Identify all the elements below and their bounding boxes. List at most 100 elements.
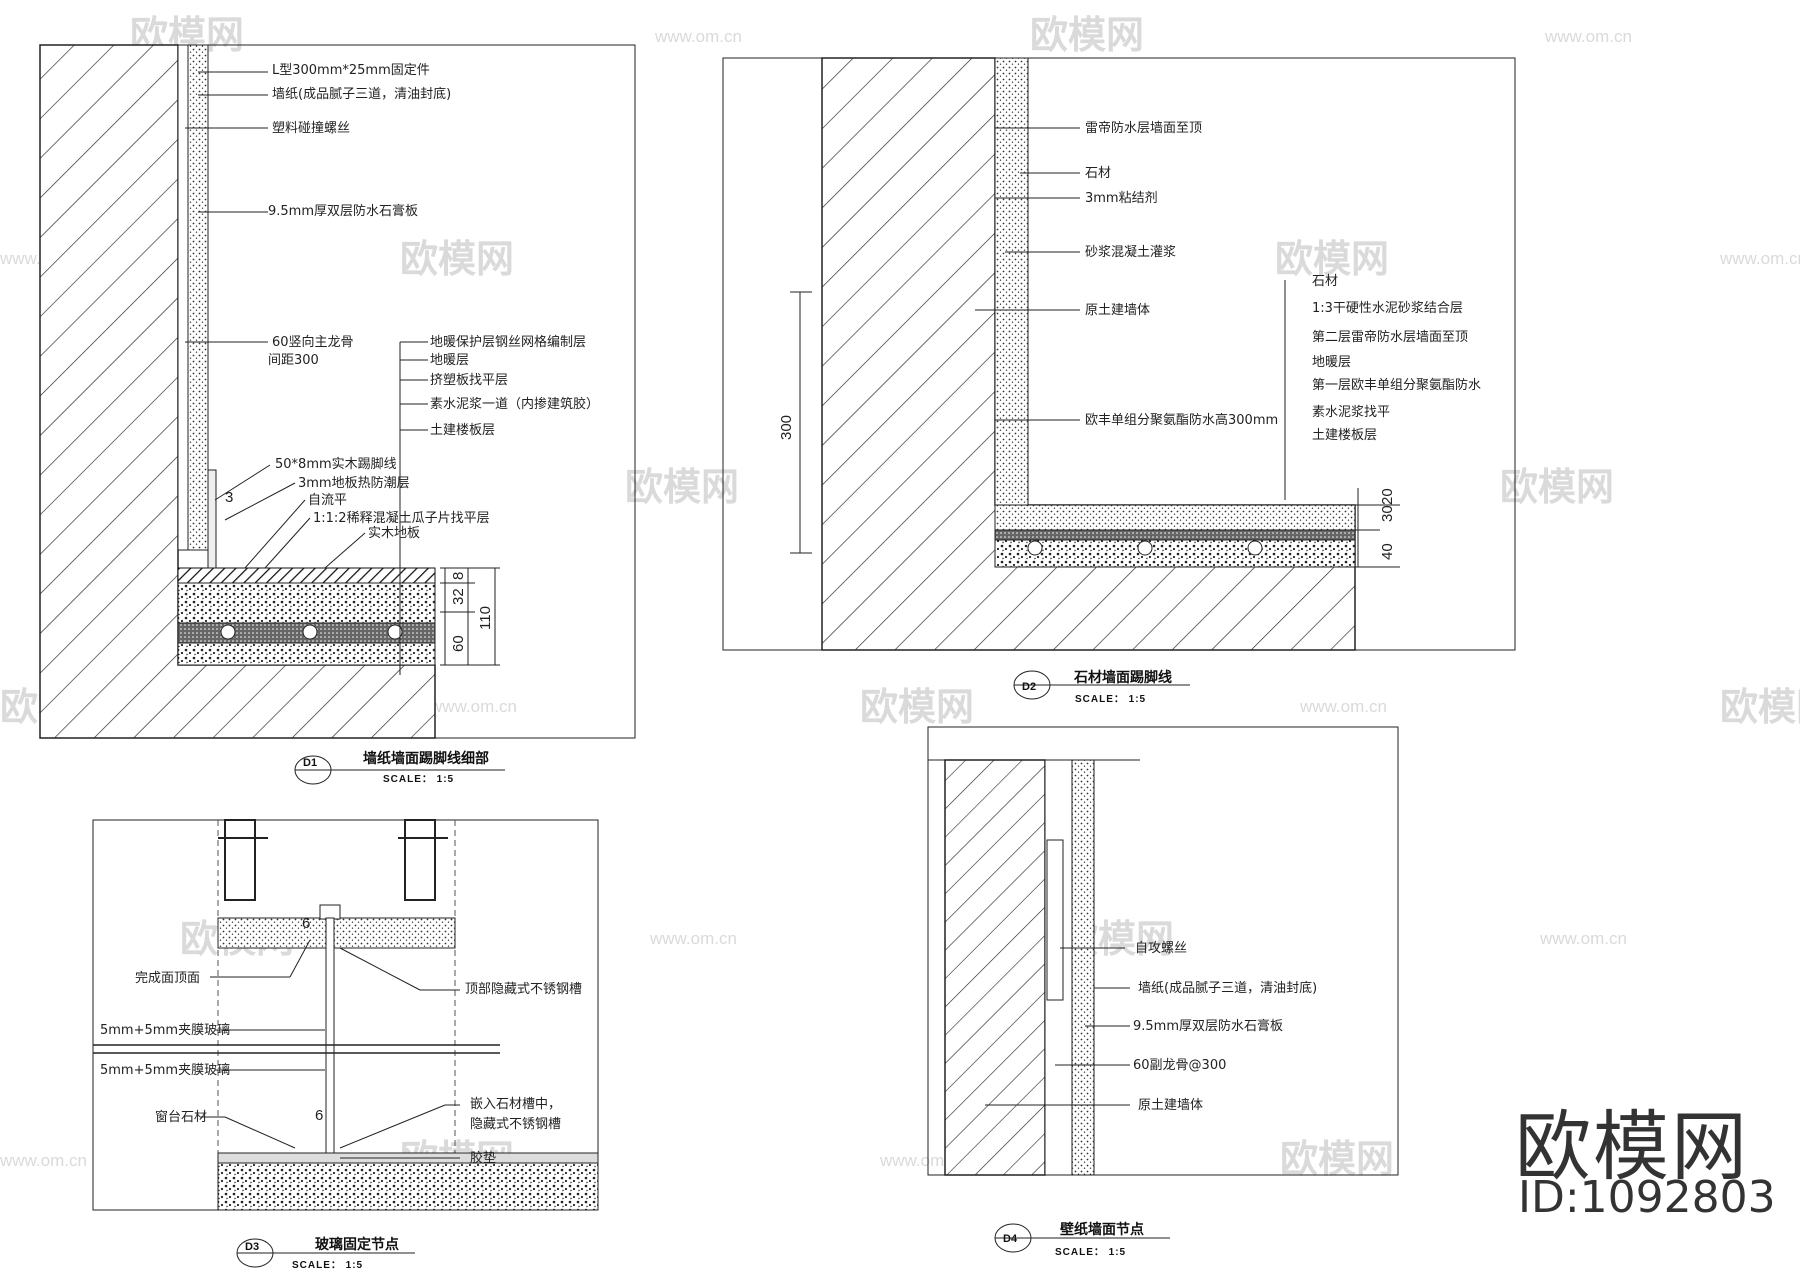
detail-d2: 300 30 20 40 雷帝防水层墙面至顶 石材 3mm粘结剂 砂浆混凝土灌浆… <box>722 57 1516 705</box>
d3-label: 5mm+5mm夹膜玻璃 <box>100 1063 230 1078</box>
d3-label: 顶部隐藏式不锈钢槽 <box>465 982 582 997</box>
d1-scale: SCALE： 1:5 <box>383 774 454 785</box>
d1-dim-110: 110 <box>477 606 494 630</box>
d3-label: 隐藏式不锈钢槽 <box>470 1117 561 1132</box>
d2-dimension-lines <box>790 291 1400 568</box>
d1-dim-3: 3 <box>225 489 233 506</box>
d3-ceiling <box>217 917 456 949</box>
d3-top-channel <box>319 904 341 920</box>
d4-leaders <box>985 947 1130 1106</box>
d2-scale: SCALE： 1:5 <box>1075 694 1146 705</box>
d1-dim-8: 8 <box>450 572 467 580</box>
detail-d1: 8 32 60 110 3 L型300mm*25mm固定件 墙纸(成品腻子三道，… <box>39 44 636 785</box>
d2-label: 第二层雷帝防水层墙面至顶 <box>1312 329 1468 345</box>
d2-dim-40: 40 <box>1379 543 1396 560</box>
d3-dim: 6 <box>302 915 310 932</box>
d1-screed-layer <box>177 582 436 624</box>
d1-label: 3mm地板热防潮层 <box>298 475 410 491</box>
d2-title: 石材墙面踢脚线 <box>1073 669 1172 686</box>
d2-tag: D2 <box>1022 681 1036 693</box>
watermark-url: www.om.cn <box>1299 697 1387 716</box>
d1-label: 自流平 <box>308 493 347 508</box>
d2-label: 地暖层 <box>1312 355 1351 370</box>
d3-label: 胶垫 <box>470 1150 496 1166</box>
d3-frame <box>92 819 599 1211</box>
d2-stone-floor <box>994 504 1356 531</box>
d1-tag: D1 <box>303 757 317 769</box>
d1-label: 塑料碰撞螺丝 <box>272 121 350 136</box>
d2-title-block: D2 石材墙面踢脚线 SCALE： 1:5 <box>1013 669 1190 705</box>
d1-dimension-lines <box>440 567 500 666</box>
d1-label: L型300mm*25mm固定件 <box>272 63 430 78</box>
d3-leaders <box>200 939 460 1159</box>
d1-label: 挤塑板找平层 <box>430 373 508 388</box>
d1-label: 60竖向主龙骨 <box>272 334 354 350</box>
d3-title: 玻璃固定节点 <box>315 1236 399 1253</box>
d2-dim-20: 20 <box>1379 488 1396 505</box>
watermark-url: www.om.cn <box>1539 929 1627 948</box>
watermark-text: 欧模网 <box>1275 237 1389 281</box>
d2-heating-pipe <box>1247 540 1263 556</box>
d4-frame <box>927 726 1399 1176</box>
d2-label: 1:3干硬性水泥砂浆结合层 <box>1312 301 1463 316</box>
d1-label: 50*8mm实木踢脚线 <box>275 456 397 472</box>
d4-title-block: D4 壁纸墙面节点 SCALE： 1:5 <box>994 1221 1170 1258</box>
d3-tag: D3 <box>245 1241 259 1253</box>
watermark-url: www.om.cn <box>1544 27 1632 46</box>
d1-baseboard <box>207 469 217 569</box>
d2-heating-layer <box>994 539 1356 568</box>
d2-heating-pipe <box>1137 540 1153 556</box>
d2-label: 土建楼板层 <box>1312 428 1377 443</box>
watermark-url: www.om.cn <box>429 697 517 716</box>
watermark-text: 欧模网 <box>1500 465 1614 509</box>
watermark-url: www.om.cn <box>1719 249 1800 268</box>
d1-label: 墙纸(成品腻子三道，清油封底) <box>272 86 451 102</box>
d4-label: 60副龙骨@300 <box>1133 1058 1226 1073</box>
d2-label: 石材 <box>1312 274 1338 289</box>
d4-tag: D4 <box>1003 1233 1018 1245</box>
d3-label: 嵌入石材槽中， <box>470 1097 561 1112</box>
d2-label: 欧丰单组分聚氨酯防水高300mm <box>1085 412 1278 428</box>
d2-dim-30: 30 <box>1379 505 1396 522</box>
d1-dim-32: 32 <box>450 588 467 605</box>
d2-label: 3mm粘结剂 <box>1085 191 1158 206</box>
watermark-text: 欧模网 <box>400 237 514 281</box>
d1-stud <box>177 44 189 551</box>
d1-dim-60: 60 <box>450 635 467 652</box>
d2-leaders <box>975 127 1286 500</box>
d3-dim: 6 <box>315 1107 323 1124</box>
d4-scale: SCALE： 1:5 <box>1055 1247 1126 1258</box>
detail-d3: 6 6 完成面顶面 5mm+5mm夹膜玻璃 5mm+5mm夹膜玻璃 窗台石材 顶… <box>92 819 599 1271</box>
d3-label: 5mm+5mm夹膜玻璃 <box>100 1023 230 1038</box>
watermark-url: www.om.cn <box>654 27 742 46</box>
d3-steel-bracket <box>404 819 436 901</box>
d1-title: 墙纸墙面踢脚线细部 <box>363 750 489 767</box>
d2-dim-300: 300 <box>778 415 795 440</box>
d1-gypsum-board <box>187 44 209 551</box>
watermark-url: www.om.cn <box>649 929 737 948</box>
d2-stone-wall-layer <box>994 57 1029 506</box>
d1-heating-pipe <box>302 624 318 640</box>
d2-label: 第一层欧丰单组分聚氨酯防水 <box>1312 377 1481 393</box>
watermark-url: www.om.cn <box>0 1151 87 1170</box>
d2-label: 石材 <box>1085 166 1111 181</box>
d3-label: 完成面顶面 <box>135 971 200 986</box>
d3-steel-bracket <box>224 819 256 901</box>
d1-label: 9.5mm厚双层防水石膏板 <box>268 203 418 219</box>
d4-concrete-wall <box>944 759 1046 1176</box>
d2-label: 雷帝防水层墙面至顶 <box>1085 120 1202 136</box>
d2-heating-pipe <box>1027 540 1043 556</box>
d1-wood-floor <box>177 567 436 584</box>
d4-label: 原土建墙体 <box>1138 1098 1203 1113</box>
watermark-text: 欧模网 <box>860 685 974 729</box>
d4-label: 9.5mm厚双层防水石膏板 <box>1133 1018 1283 1034</box>
d3-laminated-glass <box>325 917 335 1159</box>
d4-title: 壁纸墙面节点 <box>1060 1221 1144 1238</box>
d1-label: 实木地板 <box>368 526 420 541</box>
d4-bracket <box>1046 839 1064 1001</box>
d2-label: 素水泥浆找平 <box>1312 405 1390 420</box>
d1-heating-pipe <box>387 624 403 640</box>
d2-label: 砂浆混凝土灌浆 <box>1085 244 1176 260</box>
watermark-text: 欧模网 <box>1720 685 1800 729</box>
